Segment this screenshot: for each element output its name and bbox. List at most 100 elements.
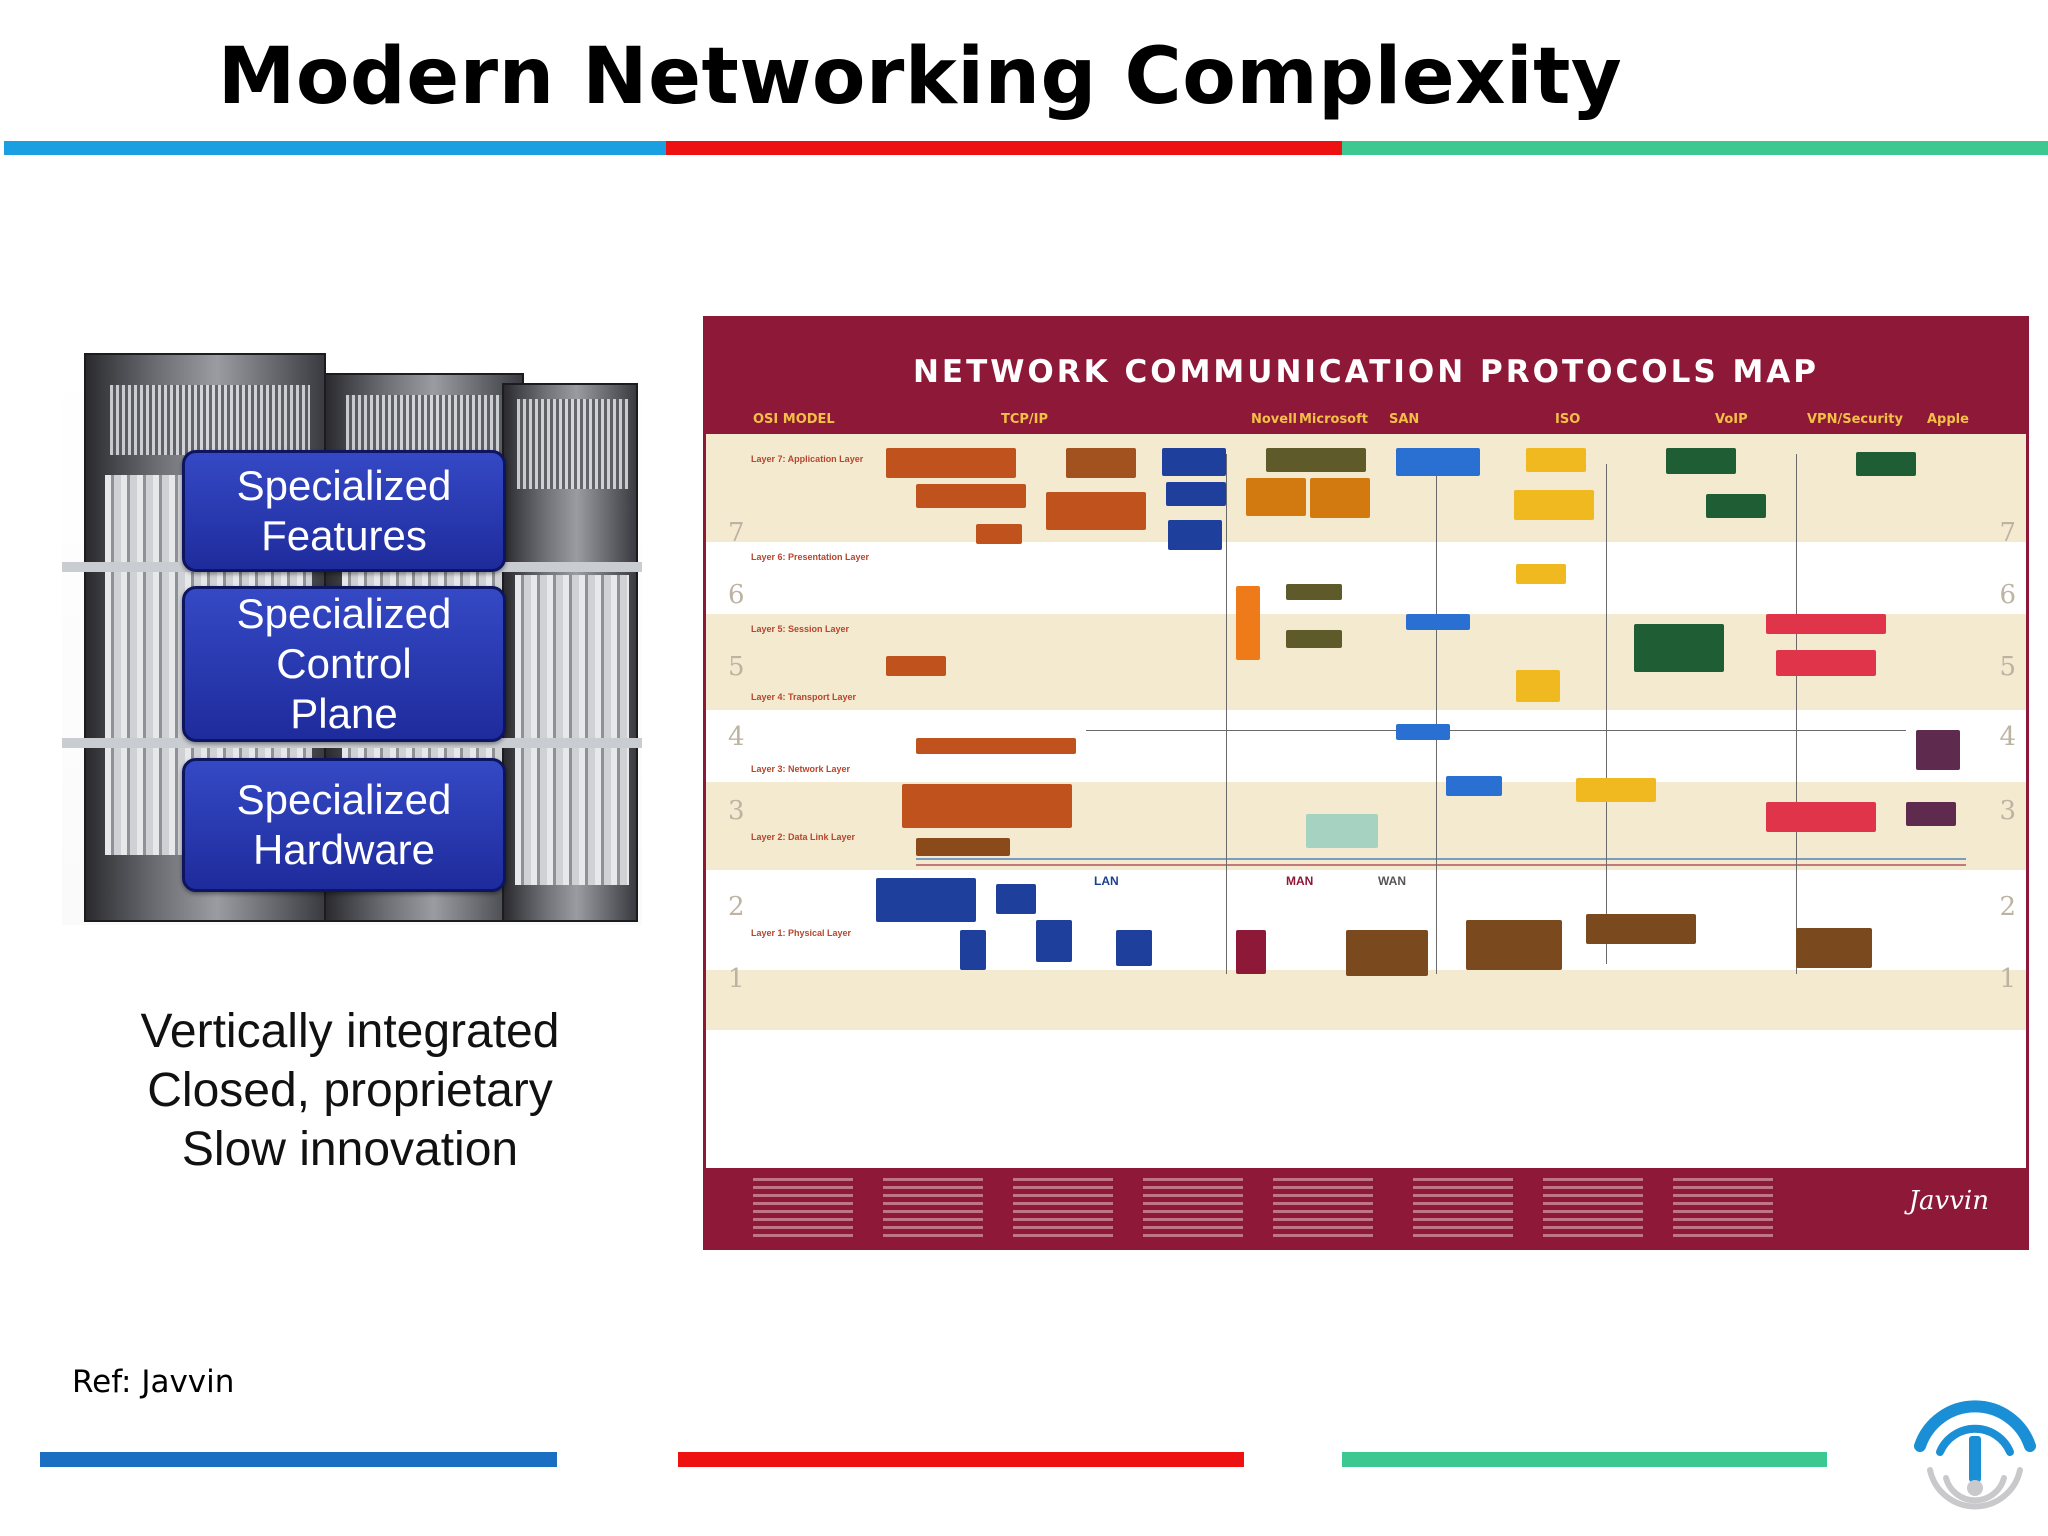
protocol-block	[1266, 448, 1366, 472]
protocol-block	[1396, 448, 1480, 476]
poster-footer	[703, 1172, 2029, 1250]
protocol-block	[1246, 478, 1306, 516]
protocol-block	[1286, 584, 1342, 600]
protocol-block	[1706, 494, 1766, 518]
map-label-lan: LAN	[1094, 874, 1119, 888]
protocol-block	[1516, 670, 1560, 702]
protocol-block	[1766, 614, 1886, 634]
connector-line	[916, 858, 1966, 860]
protocol-block	[916, 484, 1026, 508]
protocol-block	[1310, 478, 1370, 518]
footer-contact-block	[1013, 1178, 1113, 1242]
protocol-block	[1406, 614, 1470, 630]
protocol-block	[1916, 730, 1960, 770]
protocol-block	[1586, 914, 1696, 944]
layer-name: Layer 4: Transport Layer	[751, 692, 857, 702]
protocol-block	[1766, 802, 1876, 832]
layer-name: Layer 3: Network Layer	[751, 764, 851, 774]
protocol-block	[1906, 802, 1956, 826]
protocol-block	[1166, 482, 1226, 506]
protocol-block	[902, 784, 1072, 828]
protocol-block	[916, 738, 1076, 754]
header-band-blue	[4, 141, 666, 155]
poster-header-osi: OSI MODEL	[753, 412, 835, 427]
layer-number-4: 4	[1999, 722, 2016, 752]
protocol-block	[1036, 920, 1072, 962]
protocol-block	[1236, 930, 1266, 974]
layer-name: Layer 1: Physical Layer	[751, 928, 852, 938]
protocol-block	[996, 884, 1036, 914]
layer-number-5: 5	[1999, 652, 2016, 682]
protocol-block	[1066, 448, 1136, 478]
layer-number-3: 3	[728, 796, 745, 826]
poster-header-tcpip: TCP/IP	[1001, 412, 1049, 427]
protocol-block	[960, 930, 986, 970]
layer-band	[706, 542, 2026, 614]
poster-header-novell: Novell	[1251, 412, 1298, 427]
rack-stripe	[62, 738, 642, 748]
protocol-block	[1046, 492, 1146, 530]
layer-name: Layer 2: Data Link Layer	[751, 832, 856, 842]
map-label-wan: WAN	[1378, 874, 1406, 888]
reference-note: Ref: Javvin	[72, 1364, 235, 1400]
protocol-block	[1162, 448, 1226, 476]
layer-number-4: 4	[728, 722, 745, 752]
header-band-green	[1342, 141, 2048, 155]
footer-contact-block	[1273, 1178, 1373, 1242]
protocol-block	[1634, 624, 1724, 672]
broadcast-logo-icon	[1914, 1400, 2036, 1510]
protocol-block	[1856, 452, 1916, 476]
poster-signature: Javvin	[1908, 1186, 1989, 1216]
layer-number-7: 7	[728, 518, 745, 548]
protocol-block	[1776, 650, 1876, 676]
layer-band	[706, 710, 2026, 782]
protocol-block	[1466, 920, 1562, 970]
protocol-block	[1796, 928, 1872, 968]
protocol-block	[916, 838, 1010, 856]
layer-number-7: 7	[1999, 518, 2016, 548]
header-band-red	[666, 141, 1342, 155]
protocol-block	[1526, 448, 1586, 472]
layer-number-6: 6	[1999, 580, 2016, 610]
poster-header-microsoft: Microsoft	[1299, 412, 1368, 427]
layer-number-6: 6	[728, 580, 745, 610]
connector-line	[916, 864, 1966, 866]
layer-name: Layer 7: Application Layer	[751, 454, 864, 464]
protocol-block	[1516, 564, 1566, 584]
poster-header-voip: VoIP	[1715, 412, 1748, 427]
poster-header-apple: Apple	[1927, 412, 1969, 427]
protocol-block	[876, 878, 976, 922]
footer-contact-block	[1413, 1178, 1513, 1242]
map-label-man: MAN	[1286, 874, 1314, 888]
protocol-block	[886, 448, 1016, 478]
connector-line	[1796, 454, 1797, 974]
protocol-block	[1666, 448, 1736, 474]
layer-number-5: 5	[728, 652, 745, 682]
footer-bar-blue	[40, 1452, 557, 1467]
connector-line	[1606, 464, 1607, 964]
connector-line	[1086, 730, 1906, 731]
connector-line	[1226, 454, 1227, 974]
layer-number-2: 2	[1999, 892, 2016, 922]
protocol-block	[1286, 630, 1342, 648]
poster-header-vpn: VPN/Security	[1807, 412, 1903, 427]
protocol-block	[1346, 930, 1428, 976]
protocol-block	[1168, 520, 1222, 550]
protocol-block	[976, 524, 1022, 544]
slide-title: Modern Networking Complexity	[217, 32, 1623, 122]
protocol-block	[1116, 930, 1152, 966]
footer-contact-block	[1543, 1178, 1643, 1242]
traits-list: Vertically integrated Closed, proprietar…	[110, 1002, 590, 1179]
specialized-features-box: Specialized Features	[182, 450, 506, 572]
footer-contact-block	[883, 1178, 983, 1242]
trait-item: Vertically integrated	[140, 1005, 560, 1058]
footer-bar-red	[678, 1452, 1244, 1467]
protocol-block	[1236, 586, 1260, 660]
protocols-map-poster: NETWORK COMMUNICATION PROTOCOLS MAP OSI …	[703, 316, 2029, 1250]
protocol-block	[1306, 814, 1378, 848]
layer-number-2: 2	[728, 892, 745, 922]
layer-number-1: 1	[1999, 964, 2016, 994]
layer-name: Layer 5: Session Layer	[751, 624, 850, 634]
poster-header-san: SAN	[1389, 412, 1420, 427]
protocols-map-area: 7 6 5 4 3 2 1 7 6 5 4 3 2 1 Layer 7: App…	[706, 434, 2026, 1168]
